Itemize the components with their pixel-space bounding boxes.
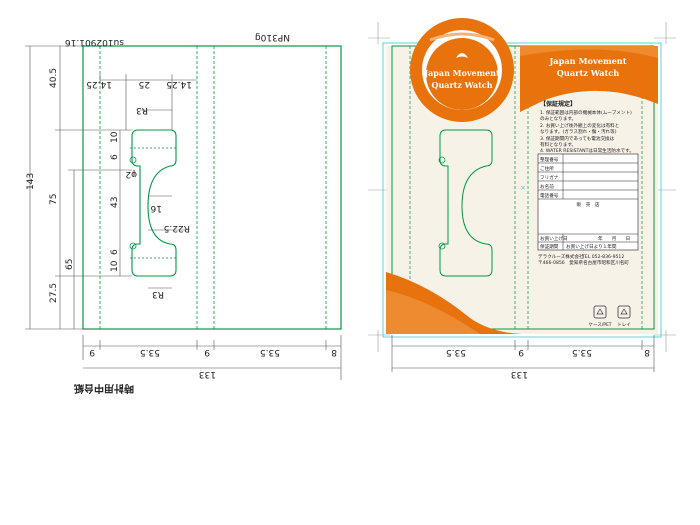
warranty-line: 1. 保証範囲は内部の機械本体(ムーブメント): [540, 109, 632, 116]
recycle-label-1: ケース/PET: [588, 321, 611, 328]
left-bottom-title: 時計用中台紙: [74, 382, 134, 395]
rw-53-5a: 53.5: [446, 347, 466, 357]
badge-line1: Japan Movement: [423, 68, 500, 78]
company-name: デラクルーズ株式会社: [538, 253, 584, 260]
watch-cutout: [131, 129, 177, 277]
dim-75: 75: [49, 194, 59, 205]
warranty-line: 有料となります。: [540, 141, 576, 148]
right-panel: Japan Movement Quartz Watch Japan Moveme…: [368, 18, 676, 379]
rw-8: 8: [644, 347, 650, 357]
bleed-line: [382, 42, 662, 338]
warranty-line: 3. 保証期間内であっても電池交換は: [540, 135, 615, 142]
w-133: 133: [199, 369, 216, 379]
header-swoosh: [520, 46, 658, 112]
left-code-top: su102901.16: [65, 37, 124, 47]
warranty-form: 整理番号 ご住所 フリガナ お名前 電話番号 販 売 店 お買い上げ日 年 月 …: [537, 153, 639, 251]
warranty-line: のみとなります。: [540, 115, 576, 122]
w-8: 8: [331, 347, 337, 357]
warranty-line: なります。(ガラス割れ・傷・汚れ等): [540, 128, 617, 135]
badge-line2: Quartz Watch: [431, 80, 492, 90]
dim-143: 143: [26, 173, 36, 190]
badge-inner: [426, 38, 498, 110]
dim-43: 43: [110, 197, 120, 208]
rw-133: 133: [511, 369, 528, 379]
dim-10-top: 10: [110, 131, 120, 143]
recycle-icon: [593, 305, 607, 319]
warranty-line: 2. お買い上げ後外観上の変化は有料と: [540, 122, 619, 129]
form-row-label: 電話番号: [540, 192, 559, 199]
w-9b: 9: [204, 347, 210, 357]
dim-14-25-b: 14.25: [166, 79, 192, 89]
period-value: お買い上げ日より１年間: [566, 243, 617, 250]
dim-6-bot: 6: [110, 249, 120, 255]
svg-text:×: ×: [520, 184, 526, 192]
rw-9: 9: [518, 347, 524, 357]
form-row-label: お名前: [540, 183, 554, 190]
dim-r22-5: R22.5: [164, 223, 190, 233]
dim-25: 25: [139, 79, 150, 89]
rw-53-5b: 53.5: [572, 347, 592, 357]
warranty-block: 【保証規定】 1. 保証範囲は内部の機械本体(ムーブメント) のみとなります。 …: [540, 100, 634, 154]
dim-40-5: 40.5: [49, 68, 59, 88]
dim-phi2: φ2: [125, 169, 137, 179]
recycle-label-2: トレイ: [617, 323, 631, 328]
w-9a: 9: [89, 347, 95, 357]
shop-label: 販 売 店: [577, 201, 600, 208]
w-53-5b: 53.5: [260, 347, 280, 357]
form-row-label: 整理番号: [540, 156, 559, 163]
dim-16: 16: [150, 203, 162, 213]
dim-r3-top: R3: [136, 105, 148, 115]
date-label: お買い上げ日: [540, 235, 568, 242]
pin-hole: [129, 242, 137, 250]
left-outline: [82, 45, 342, 330]
form-row-label: ご住所: [540, 165, 554, 172]
recycle-icon: [617, 305, 631, 319]
pin-hole: [129, 156, 137, 164]
left-panel: su102901.16 NP310g 時計用中台紙 40.5 143 75 65…: [25, 32, 342, 395]
dim-r3-bot: R3: [152, 289, 164, 299]
company-tel: TEL 052-836-9512: [581, 254, 624, 260]
dim-10-bot: 10: [110, 260, 120, 272]
header-line2: Quartz Watch: [557, 68, 620, 78]
left-model-top: NP310g: [255, 32, 290, 42]
dim-6-top: 6: [110, 154, 120, 160]
w-53-5a: 53.5: [140, 347, 160, 357]
date-fields: 年 月 日: [598, 235, 630, 242]
watch-cutout-right: [439, 129, 493, 277]
form-row-label: フリガナ: [540, 174, 559, 181]
company-addr: 〒466-0856 愛知県名古屋市昭和区川名町: [538, 259, 629, 266]
warranty-line: 4. WATER RESISTANTは日常生活防水です。: [540, 147, 634, 154]
dim-14-25-a: 14.25: [86, 79, 112, 89]
dim-65: 65: [65, 259, 75, 270]
period-label: 保証期間: [540, 243, 559, 250]
dim-27-5: 27.5: [49, 283, 59, 303]
header-line1: Japan Movement: [548, 56, 626, 66]
badge-cat-icon: [456, 53, 468, 58]
warranty-title: 【保証規定】: [540, 100, 576, 108]
